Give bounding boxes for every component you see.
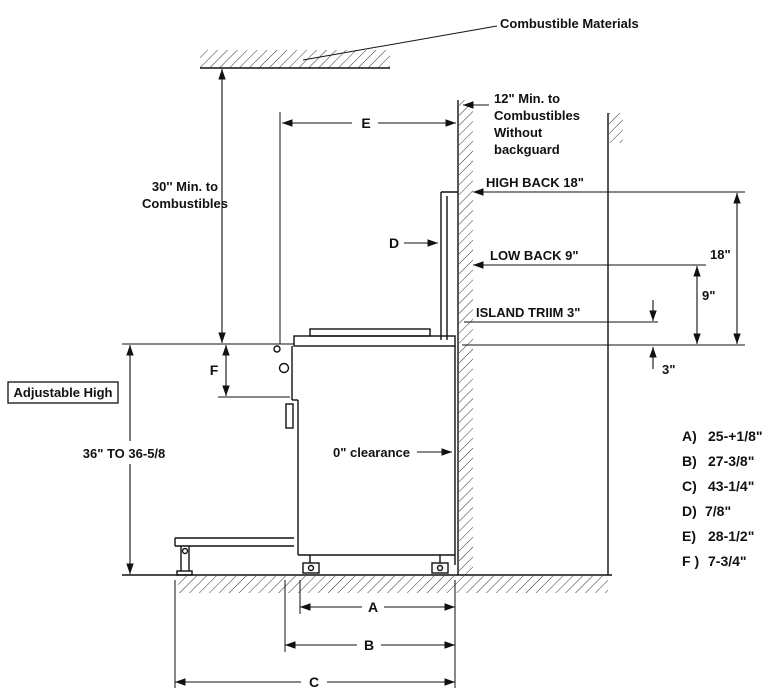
- height-range-label: 36" TO 36-5/8: [83, 446, 166, 461]
- min30-line2: Combustibles: [142, 196, 228, 211]
- dim-b-letter: B: [364, 637, 374, 653]
- dim-f-letter: F: [210, 362, 219, 378]
- adjustable-high-box: [7, 381, 119, 404]
- control-knob: [278, 362, 290, 374]
- dim-e: [279, 112, 457, 344]
- island-trim-label: ISLAND TRIIM 3": [476, 305, 580, 320]
- legend-value-e: 28-1/2": [708, 528, 754, 544]
- front-trim-detail: [273, 345, 281, 353]
- door-handle: [285, 403, 294, 429]
- dim-e-letter: E: [361, 115, 370, 131]
- backguard-panel: [440, 191, 458, 340]
- dim-f: [218, 344, 290, 398]
- zero-clearance-label: 0" clearance: [333, 445, 410, 460]
- low-back-label: LOW BACK 9": [490, 248, 579, 263]
- adjustable-high-label: Adjustable High: [14, 385, 113, 400]
- wall-note-line4: backguard: [494, 142, 560, 157]
- far-wall: [607, 113, 623, 575]
- dim-c: [174, 580, 456, 688]
- legend-key-e: E): [682, 528, 696, 544]
- dim-b: [284, 580, 456, 652]
- range-side-profile: [273, 328, 456, 574]
- side-table: [174, 537, 294, 576]
- dim-18-label: 18": [710, 247, 731, 262]
- legend-key-f: F ): [682, 553, 699, 569]
- dim-a-letter: A: [368, 599, 378, 615]
- legend-value-d: 7/8": [705, 503, 731, 519]
- dim-d-letter: D: [389, 235, 399, 251]
- legend-value-c: 43-1/4": [708, 478, 754, 494]
- dim-3-label: 3": [662, 362, 675, 377]
- legend-key-b: B): [682, 453, 697, 469]
- wall-note-line1: 12" Min. to: [494, 91, 560, 106]
- high-back-label: HIGH BACK 18": [486, 175, 584, 190]
- right-wall: [457, 100, 473, 575]
- wall-note-line3: Without: [494, 125, 543, 140]
- front-foot: [302, 562, 320, 574]
- legend-key-d: D): [682, 503, 697, 519]
- dim-a: [299, 580, 456, 614]
- wall-note-line2: Combustibles: [494, 108, 580, 123]
- legend-key-c: C): [682, 478, 697, 494]
- legend-value-a: 25-+1/8": [708, 428, 763, 444]
- cooktop-slab: [293, 335, 456, 347]
- ceiling-leader-line: [302, 25, 498, 61]
- ceiling-combustible-surface: [200, 50, 390, 69]
- legend-key-a: A): [682, 428, 697, 444]
- table-foot: [176, 570, 193, 576]
- burner-grate: [309, 328, 431, 337]
- floor: [122, 574, 612, 593]
- legend-value-f: 7-3/4": [708, 553, 747, 569]
- dim-9-label: 9": [702, 288, 715, 303]
- dimension-legend: A) 25-+1/8" B) 27-3/8" C) 43-1/4" D) 7/8…: [682, 428, 763, 569]
- dim-c-letter: C: [309, 674, 319, 690]
- reference-lines: [122, 188, 745, 346]
- combustible-materials-label: Combustible Materials: [500, 16, 639, 31]
- rear-foot: [431, 562, 449, 574]
- legend-value-b: 27-3/8": [708, 453, 754, 469]
- min30-line1: 30'' Min. to: [152, 179, 218, 194]
